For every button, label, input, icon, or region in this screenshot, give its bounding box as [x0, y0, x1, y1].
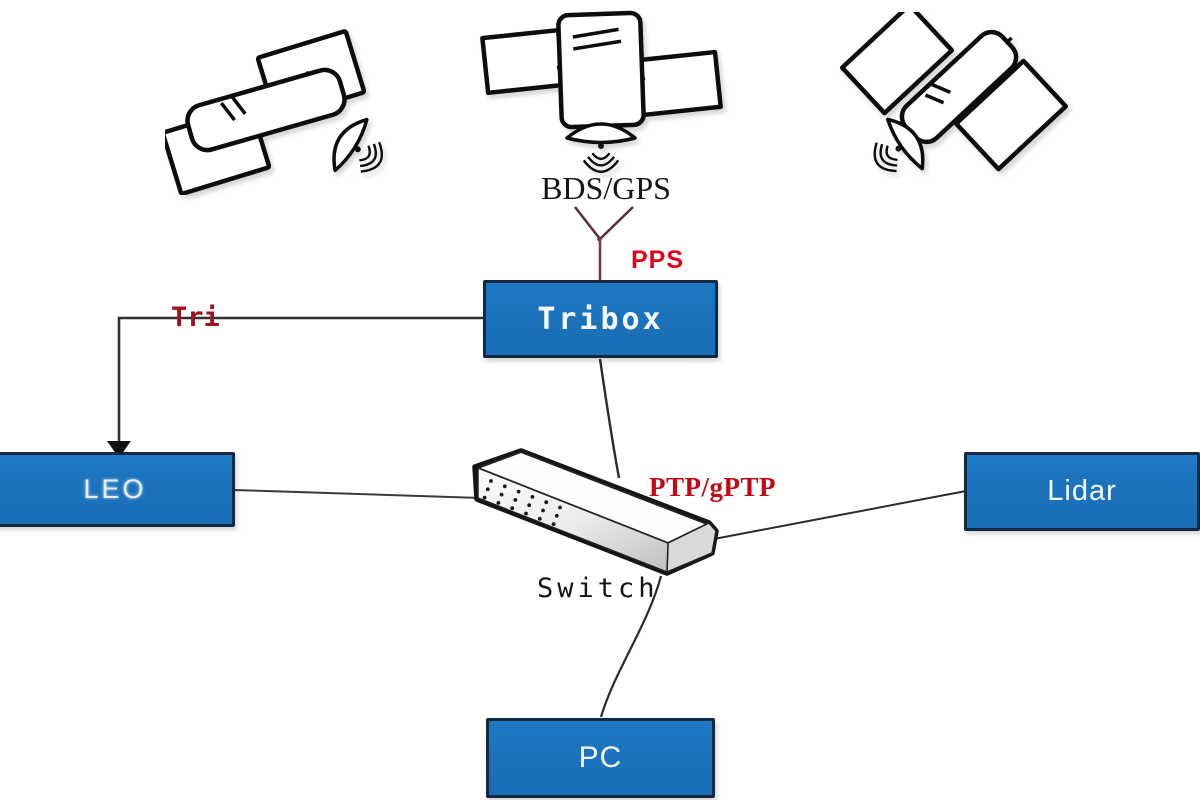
satellite-right-icon — [839, 12, 1069, 173]
lidar-node: Lidar — [964, 452, 1200, 531]
pc-label: PC — [578, 741, 623, 774]
arrowhead-icon — [107, 441, 131, 458]
triggered-device-node: LEO — [0, 452, 235, 527]
line-switch-pc — [599, 575, 663, 718]
line-leftdevice-switch — [233, 489, 482, 499]
switch-icon — [472, 448, 719, 576]
bds-gps-label: BDS/GPS — [541, 170, 671, 206]
pps-signal-label: PPS — [631, 246, 685, 274]
ptp-signal-label: PTP/gPTP — [649, 472, 776, 502]
lidar-label: Lidar — [1047, 475, 1117, 507]
line-switch-lidar — [713, 490, 967, 540]
pc-node: PC — [486, 718, 715, 798]
trigger-signal-label: Tri — [171, 302, 220, 333]
satellite-left-icon — [165, 29, 384, 195]
switch-label: Switch — [537, 573, 659, 604]
trigger-arrow-line — [107, 316, 483, 458]
triggered-device-label: LEO — [83, 474, 147, 504]
switch-ports-icon — [482, 479, 562, 526]
tribox-label: Tribox — [537, 301, 664, 337]
satellite-middle-icon — [480, 10, 723, 173]
gnss-antenna-icon — [573, 206, 634, 281]
line-tribox-switch — [598, 358, 621, 479]
tribox-node: Tribox — [483, 280, 718, 358]
